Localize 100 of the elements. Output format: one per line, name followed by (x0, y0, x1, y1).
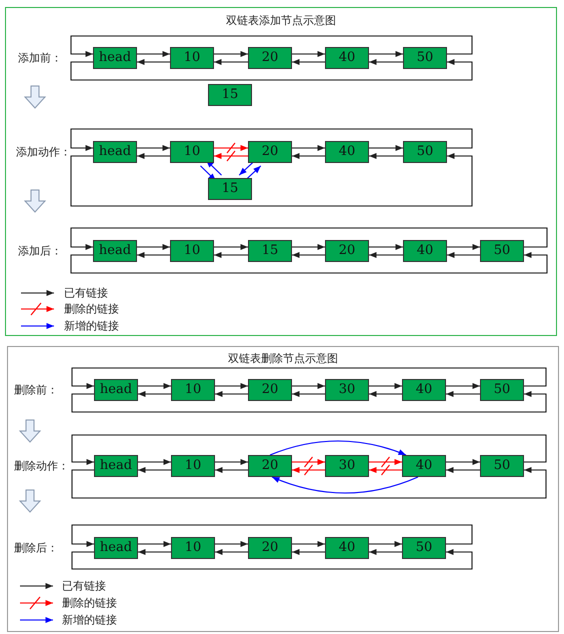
row-label: 添加前： (18, 50, 62, 66)
link-arrow (292, 252, 325, 258)
new-link-arrow (270, 440, 406, 456)
link-arrow (137, 153, 170, 159)
link-arrow (292, 549, 325, 555)
list-node-box: 40 (325, 47, 369, 69)
link-arrow (369, 153, 403, 159)
list-node-box: 10 (170, 47, 214, 69)
legend-text: 删除的链接 (62, 596, 117, 610)
list-node-box: head (94, 455, 138, 477)
link-arrow (137, 252, 170, 258)
row-label: 添加动作： (16, 144, 71, 160)
deleted-link-arrow (292, 456, 325, 468)
link-arrow (292, 383, 325, 389)
list-node-box: 40 (403, 240, 447, 262)
link-arrow (70, 252, 548, 274)
list-node-box: 20 (248, 379, 292, 401)
new-link-arrow (272, 476, 418, 494)
list-node-box: 10 (171, 379, 215, 401)
link-arrow (215, 549, 248, 555)
deleted-link-arrow (292, 464, 325, 476)
link-arrow (447, 244, 480, 250)
list-node-box: 50 (480, 379, 524, 401)
list-node-box: 20 (248, 537, 292, 559)
deleted-link-arrow (369, 464, 402, 476)
diagram-panel (5, 7, 557, 336)
link-arrow (215, 459, 248, 465)
link-arrow (369, 252, 403, 258)
list-node-box: head (94, 379, 138, 401)
link-arrow (292, 541, 325, 547)
list-node-box: 20 (248, 47, 292, 69)
list-node-box: 40 (402, 455, 446, 477)
link-arrow (70, 153, 473, 207)
link-arrow (292, 145, 325, 151)
list-node-box: 20 (325, 240, 369, 262)
list-node-box: head (93, 47, 137, 69)
link-arrow (292, 51, 325, 57)
link-arrow (138, 383, 171, 389)
legend-text: 新增的链接 (64, 318, 119, 334)
row-label: 删除动作： (14, 458, 69, 474)
list-node-box: 50 (403, 47, 447, 69)
link-arrow (138, 549, 171, 555)
diagram-panel (7, 346, 559, 632)
link-arrow (292, 391, 325, 397)
link-arrow (292, 153, 325, 159)
link-arrow (70, 128, 473, 151)
list-node-box: 40 (325, 537, 369, 559)
deleted-link-arrow (214, 142, 248, 154)
list-node-box: 30 (325, 455, 369, 477)
list-node-box: 30 (325, 379, 369, 401)
link-arrow (71, 367, 547, 389)
legend-text: 已有链接 (64, 286, 108, 300)
link-arrow (369, 51, 403, 57)
link-arrow (138, 391, 171, 397)
list-node-box: 10 (170, 141, 214, 163)
link-arrow (292, 244, 325, 250)
link-arrow (215, 383, 248, 389)
deleted-link-arrow (369, 456, 402, 468)
list-node-box: 50 (403, 141, 447, 163)
link-arrow (70, 59, 473, 81)
row-label: 删除前： (14, 382, 58, 398)
link-arrow (71, 549, 473, 570)
list-node-box: 15 (208, 84, 252, 106)
link-arrow (70, 227, 548, 250)
legend-text: 新增的链接 (62, 612, 117, 628)
link-arrow (214, 59, 248, 65)
list-node-box: 10 (170, 240, 214, 262)
link-arrow (369, 549, 402, 555)
list-node-box: 40 (402, 379, 446, 401)
legend-text: 已有链接 (62, 578, 106, 594)
panel-title: 双链表添加节点示意图 (225, 13, 337, 28)
legend-text: 删除的链接 (64, 302, 119, 316)
deleted-link-arrow (214, 150, 248, 162)
list-node-box: head (93, 141, 137, 163)
link-arrow (137, 59, 170, 65)
list-node-box: 50 (402, 537, 446, 559)
list-node-box: 50 (480, 455, 524, 477)
list-node-box: 10 (171, 455, 215, 477)
link-arrow (446, 467, 480, 473)
link-arrow (369, 391, 402, 397)
link-arrow (446, 391, 480, 397)
link-arrow (369, 383, 402, 389)
link-arrow (215, 541, 248, 547)
link-arrow (138, 467, 171, 473)
link-arrow (292, 59, 325, 65)
row-label: 删除后： (14, 540, 58, 556)
link-arrow (447, 252, 480, 258)
link-arrow (138, 459, 171, 465)
list-node-box: head (94, 537, 138, 559)
panel-title: 双链表删除节点示意图 (227, 351, 339, 366)
link-arrow (215, 467, 248, 473)
list-node-box: 15 (208, 178, 252, 200)
link-arrow (71, 467, 547, 499)
link-arrow (137, 51, 170, 57)
link-arrow (215, 391, 248, 397)
list-node-box: head (93, 240, 137, 262)
link-arrow (71, 391, 547, 413)
link-arrow (137, 145, 170, 151)
list-node-box: 20 (248, 455, 292, 477)
link-arrow (138, 541, 171, 547)
